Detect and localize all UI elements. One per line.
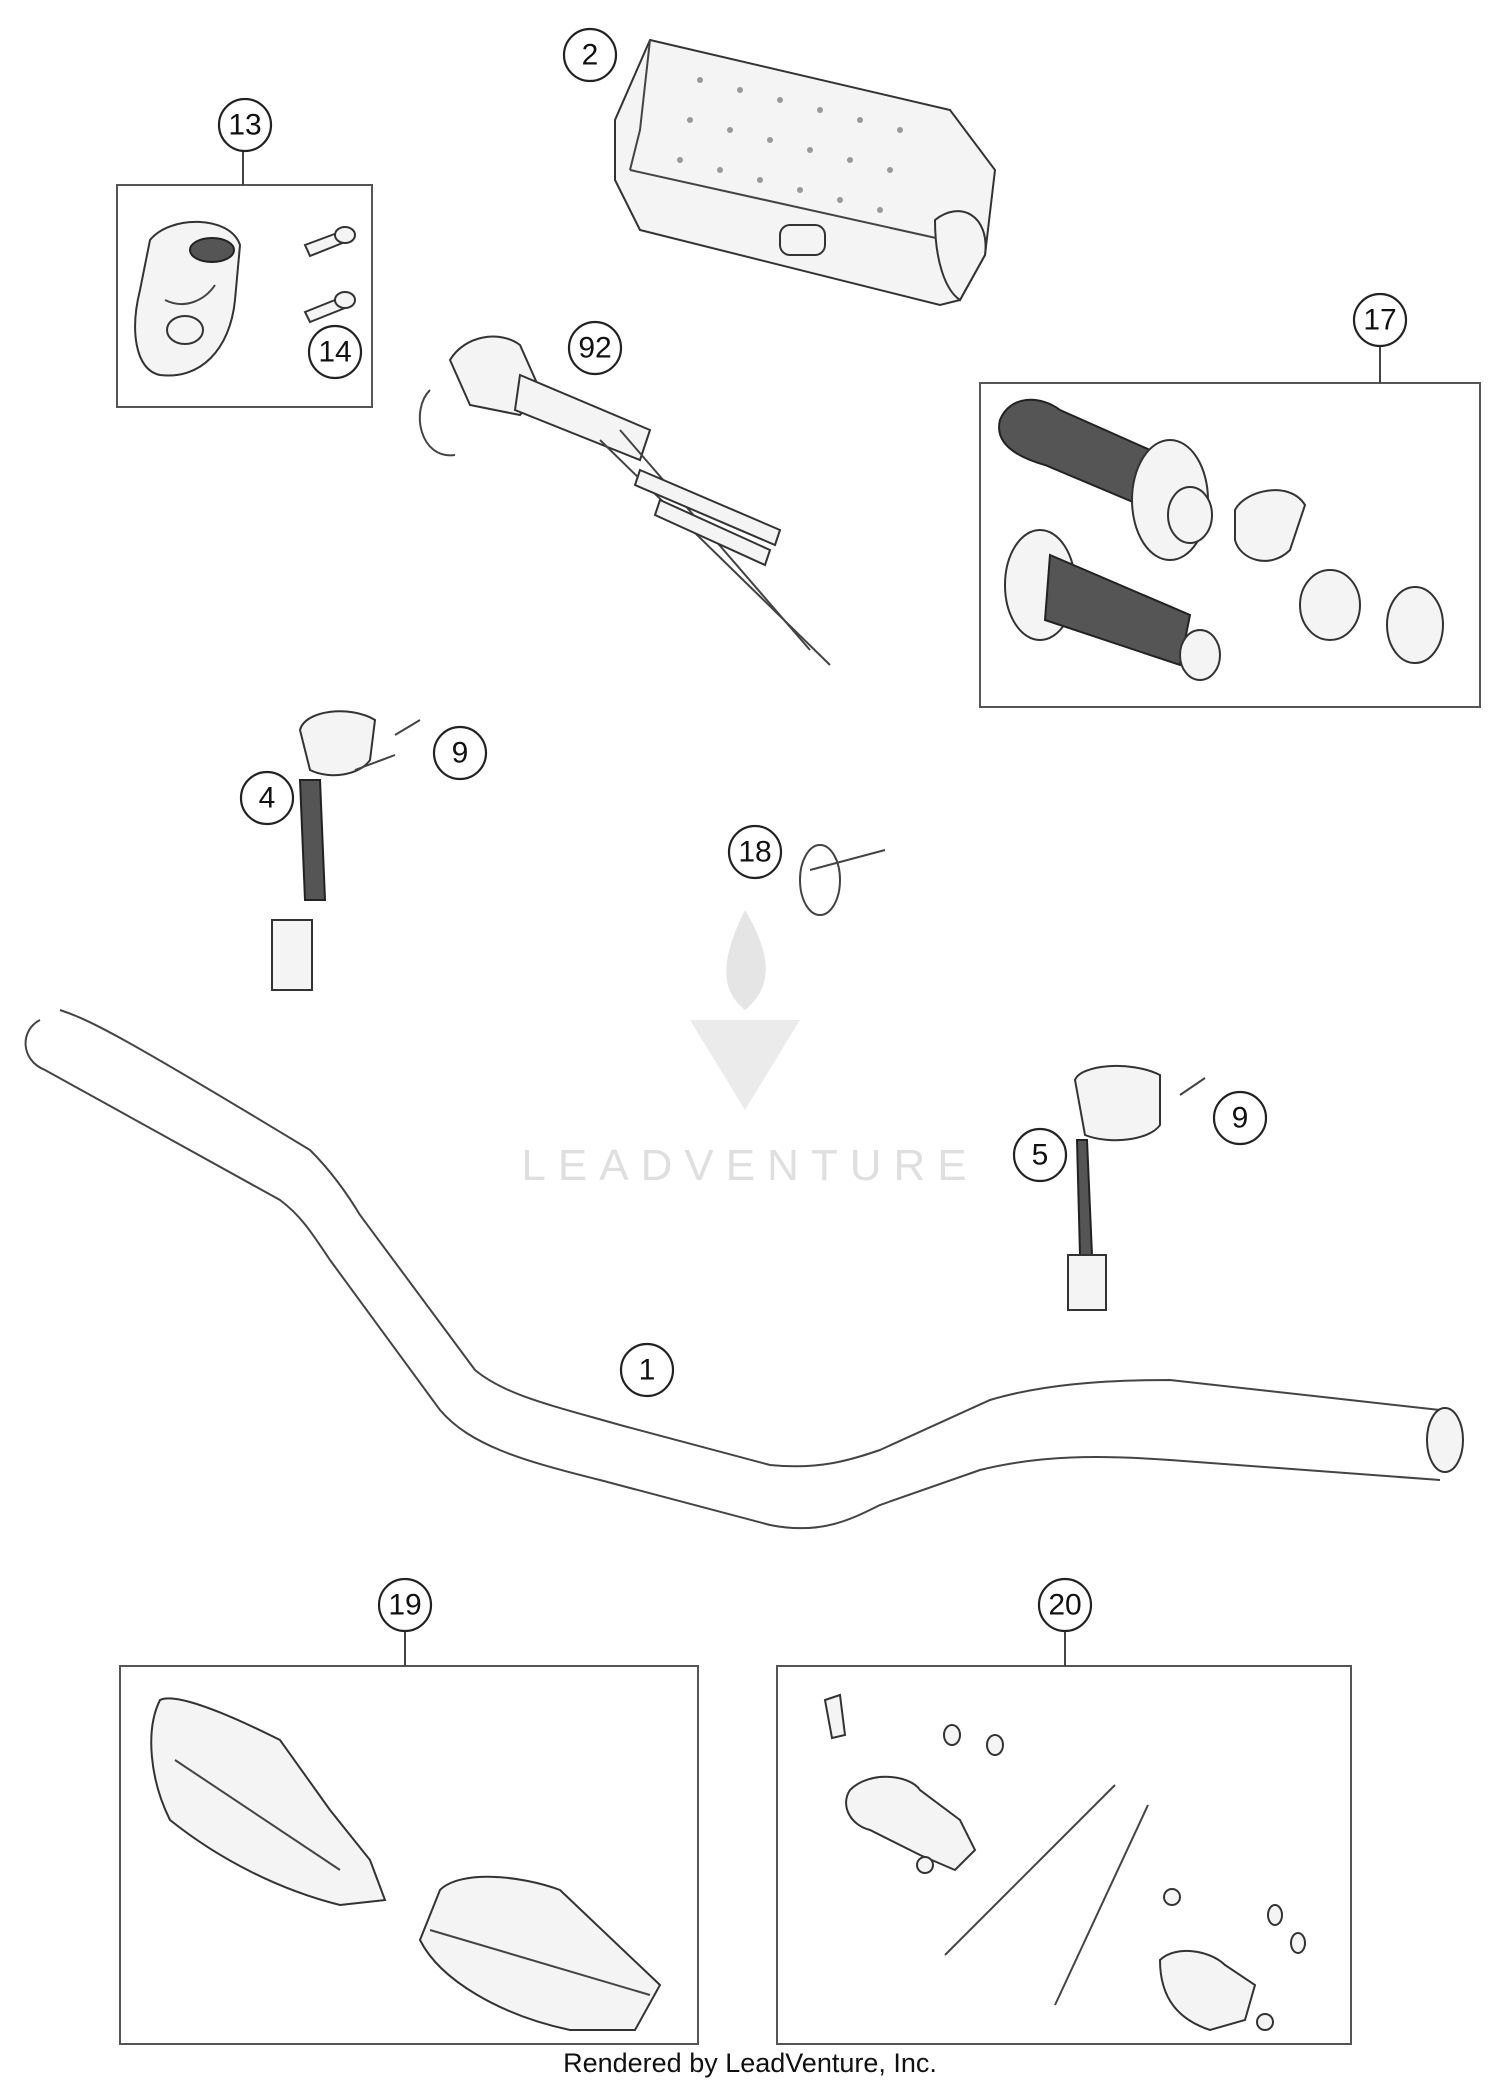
handlebar-pad-part (614, 38, 997, 307)
callout-14: 14 (307, 324, 363, 380)
callout-19: 19 (377, 1577, 433, 1633)
svg-text:1: 1 (639, 1354, 656, 1387)
svg-text:9: 9 (1232, 1102, 1249, 1135)
grip-part (998, 398, 1444, 681)
mounting-kit-part (823, 1693, 1306, 2032)
callout-1: 1 (619, 1342, 675, 1398)
callout-4: 4 (239, 770, 295, 826)
cable-tie-part (799, 844, 886, 916)
left-switch-part (271, 710, 421, 991)
svg-text:17: 17 (1363, 304, 1396, 337)
svg-text:5: 5 (1032, 1139, 1049, 1172)
svg-text:14: 14 (318, 336, 351, 369)
throttle-assembly-part (418, 335, 831, 666)
svg-text:20: 20 (1048, 1589, 1081, 1622)
callout-5: 5 (1012, 1127, 1068, 1183)
callout-17: 17 (1352, 292, 1408, 348)
svg-text:2: 2 (582, 39, 599, 72)
svg-text:4: 4 (259, 782, 276, 815)
svg-text:13: 13 (228, 109, 261, 142)
callout-20: 20 (1037, 1577, 1093, 1633)
callout-92: 92 (567, 320, 623, 376)
clamp-part (134, 220, 242, 377)
callout-13: 13 (217, 97, 273, 153)
svg-text:92: 92 (578, 332, 611, 365)
footer-credit: Rendered by LeadVenture, Inc. (563, 2048, 937, 2078)
kit-box-19 (119, 1665, 699, 2045)
callout-9-lower: 9 (1212, 1090, 1268, 1146)
right-switch-part (1067, 1064, 1206, 1311)
callout-9-upper: 9 (432, 725, 488, 781)
callout-18: 18 (727, 824, 783, 880)
kit-box-17 (979, 382, 1481, 708)
bolt-part (303, 226, 356, 324)
watermark-logo: LEADVENTURE (521, 910, 978, 1190)
svg-text:18: 18 (738, 836, 771, 869)
callout-2: 2 (562, 27, 618, 83)
svg-text:9: 9 (452, 737, 469, 770)
kit-box-13 (116, 184, 373, 408)
handlebar-part (24, 1009, 1464, 1530)
handguard-part (150, 1697, 662, 2031)
watermark-text: LEADVENTURE (521, 1141, 978, 1190)
svg-text:19: 19 (388, 1589, 421, 1622)
